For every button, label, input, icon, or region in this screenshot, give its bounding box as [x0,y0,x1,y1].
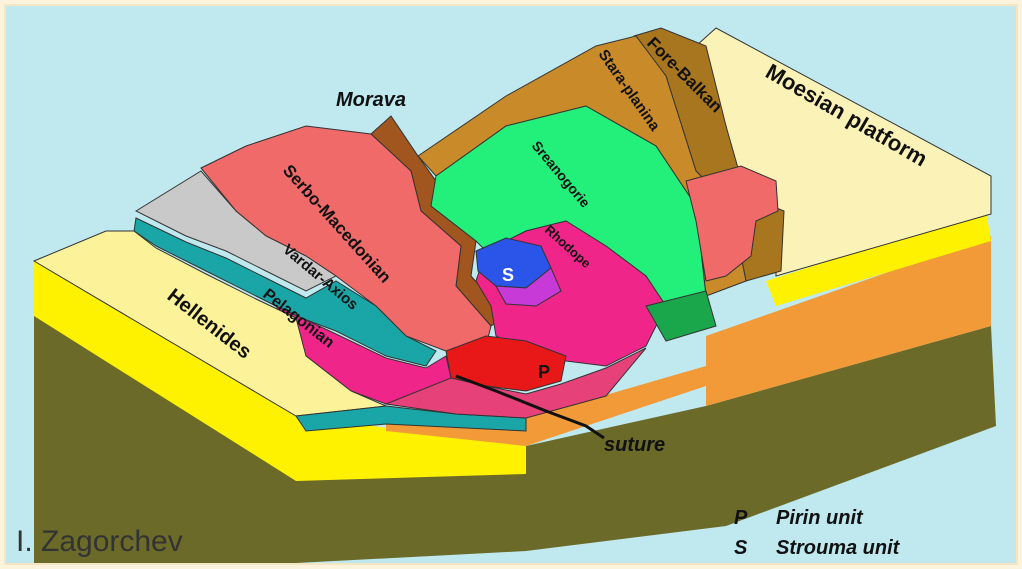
label-pirin-marker: P [538,362,550,382]
legend: P Pirin unit S Strouma unit [734,507,901,559]
author-credit: I. Zagorchev [16,525,183,558]
legend-key-strouma: S [734,537,748,559]
block-diagram-svg: Moesian platform Fore-Balkan Stara-plani… [6,6,1016,563]
legend-text-pirin: Pirin unit [776,507,864,529]
legend-text-strouma: Strouma unit [776,537,901,559]
label-suture: suture [604,434,665,456]
label-strouma-marker: S [502,265,514,285]
legend-key-pirin: P [734,507,748,529]
geology-block-diagram: Moesian platform Fore-Balkan Stara-plani… [4,4,1018,565]
label-morava: Morava [336,89,406,111]
